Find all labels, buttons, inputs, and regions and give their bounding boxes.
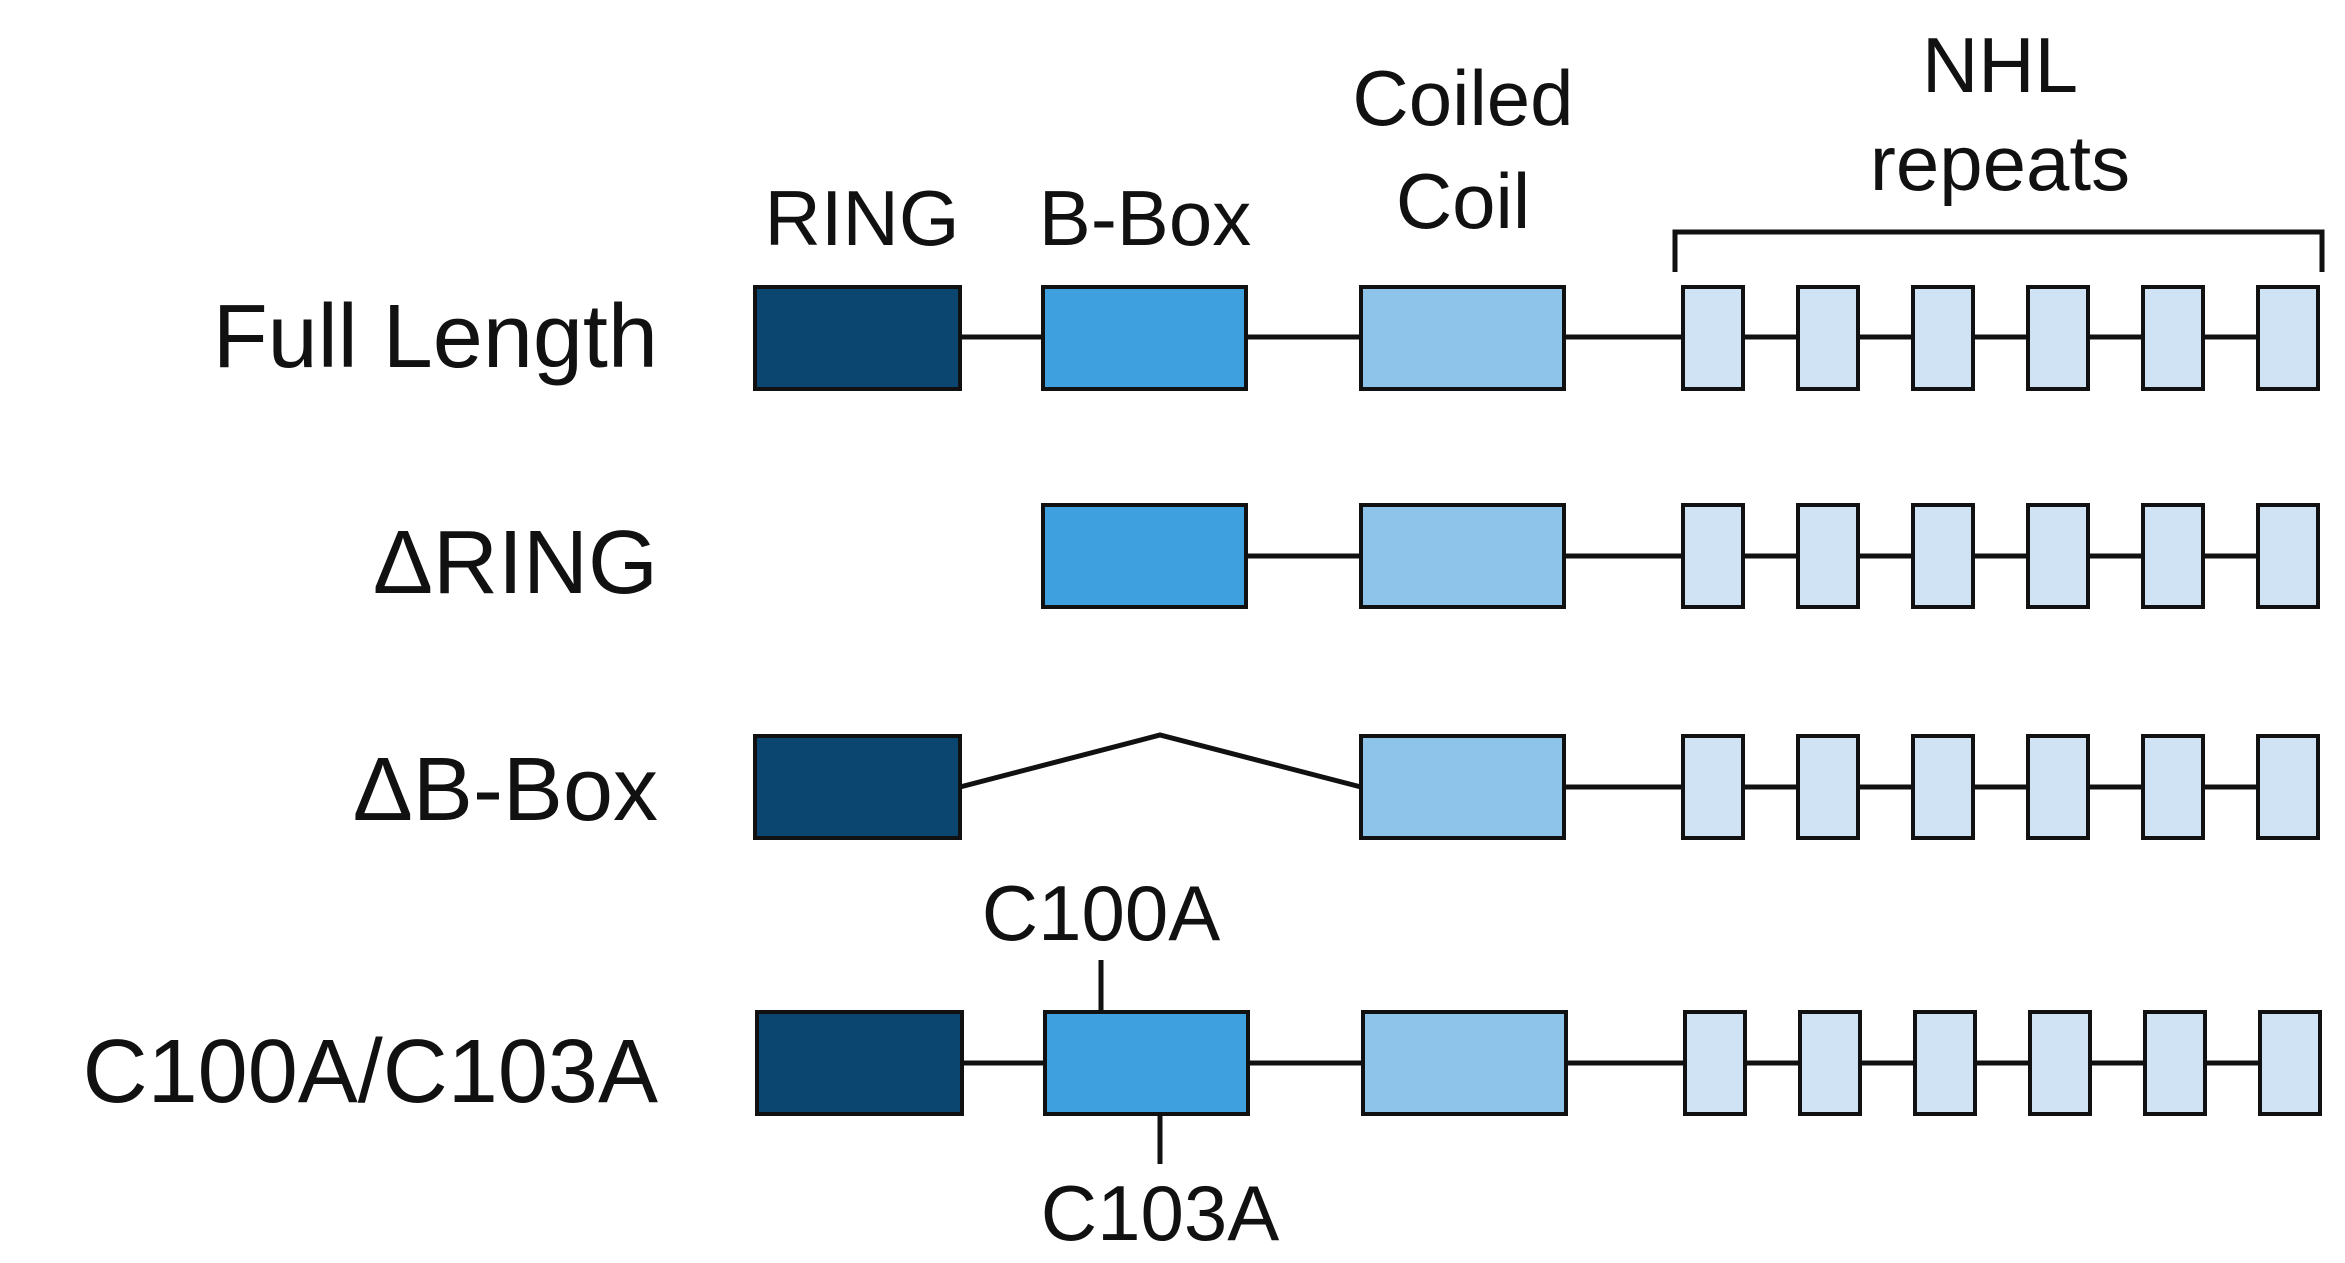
header-ring: RING [765,174,960,262]
nhl-repeat [2026,503,2090,609]
header-coiled-coil-line1: Coiled [1352,54,1573,142]
nhl-repeat [1911,503,1975,609]
ring-domain [755,1010,964,1116]
header-nhl-line1: NHL [1922,21,2078,109]
header-bbox: B-Box [1039,174,1251,262]
bbox-domain [1043,1010,1250,1116]
nhl-repeat [1796,285,1860,391]
row-label-full-length: Full Length [213,287,658,387]
nhl-repeat [2141,503,2205,609]
row-label-c100a-c103a: C100A/C103A [83,1022,658,1122]
nhl-repeats [1683,1010,2322,1116]
nhl-repeat [1911,734,1975,840]
coiled-coil-domain [1359,503,1566,609]
nhl-repeat [2141,285,2205,391]
nhl-repeat [1683,1010,1747,1116]
coiled-coil-domain [1359,734,1566,840]
nhl-repeat [2258,1010,2322,1116]
nhl-repeat [1681,734,1745,840]
nhl-repeat [2026,285,2090,391]
nhl-repeats [1681,503,2320,609]
coiled-coil-domain [1361,1010,1568,1116]
ring-domain [753,285,962,391]
construct-c100a-c103a: C100A C103A [755,869,2322,1257]
nhl-repeat [2143,1010,2207,1116]
nhl-repeat [2026,734,2090,840]
nhl-bracket [1672,229,2325,272]
bbox-domain [1041,503,1248,609]
construct-full-length [753,285,2320,391]
construct-delta-bbox [753,732,2320,840]
nhl-repeat [2256,285,2320,391]
header-nhl-line2: repeats [1870,119,2130,207]
nhl-repeat [1681,285,1745,391]
nhl-repeat [2256,734,2320,840]
deletion-junction [959,732,1362,790]
coiled-coil-domain [1359,285,1566,391]
row-label-delta-bbox: ΔB-Box [353,740,658,840]
nhl-repeats [1681,285,2320,391]
nhl-repeat [1911,285,1975,391]
mutation-label-bottom: C103A [1041,1169,1280,1257]
nhl-repeat [1796,734,1860,840]
nhl-repeats [1681,734,2320,840]
nhl-repeat [1913,1010,1977,1116]
nhl-repeat [1796,503,1860,609]
nhl-repeat [2256,503,2320,609]
row-label-delta-ring: ΔRING [373,513,658,613]
bbox-domain [1041,285,1248,391]
header-coiled-coil-line2: Coil [1396,157,1530,245]
nhl-repeat [1798,1010,1862,1116]
nhl-repeat [2028,1010,2092,1116]
nhl-repeat [2141,734,2205,840]
nhl-repeat [1681,503,1745,609]
ring-domain [753,734,962,840]
construct-delta-ring [1041,503,2320,609]
mutation-label-top: C100A [982,869,1221,957]
